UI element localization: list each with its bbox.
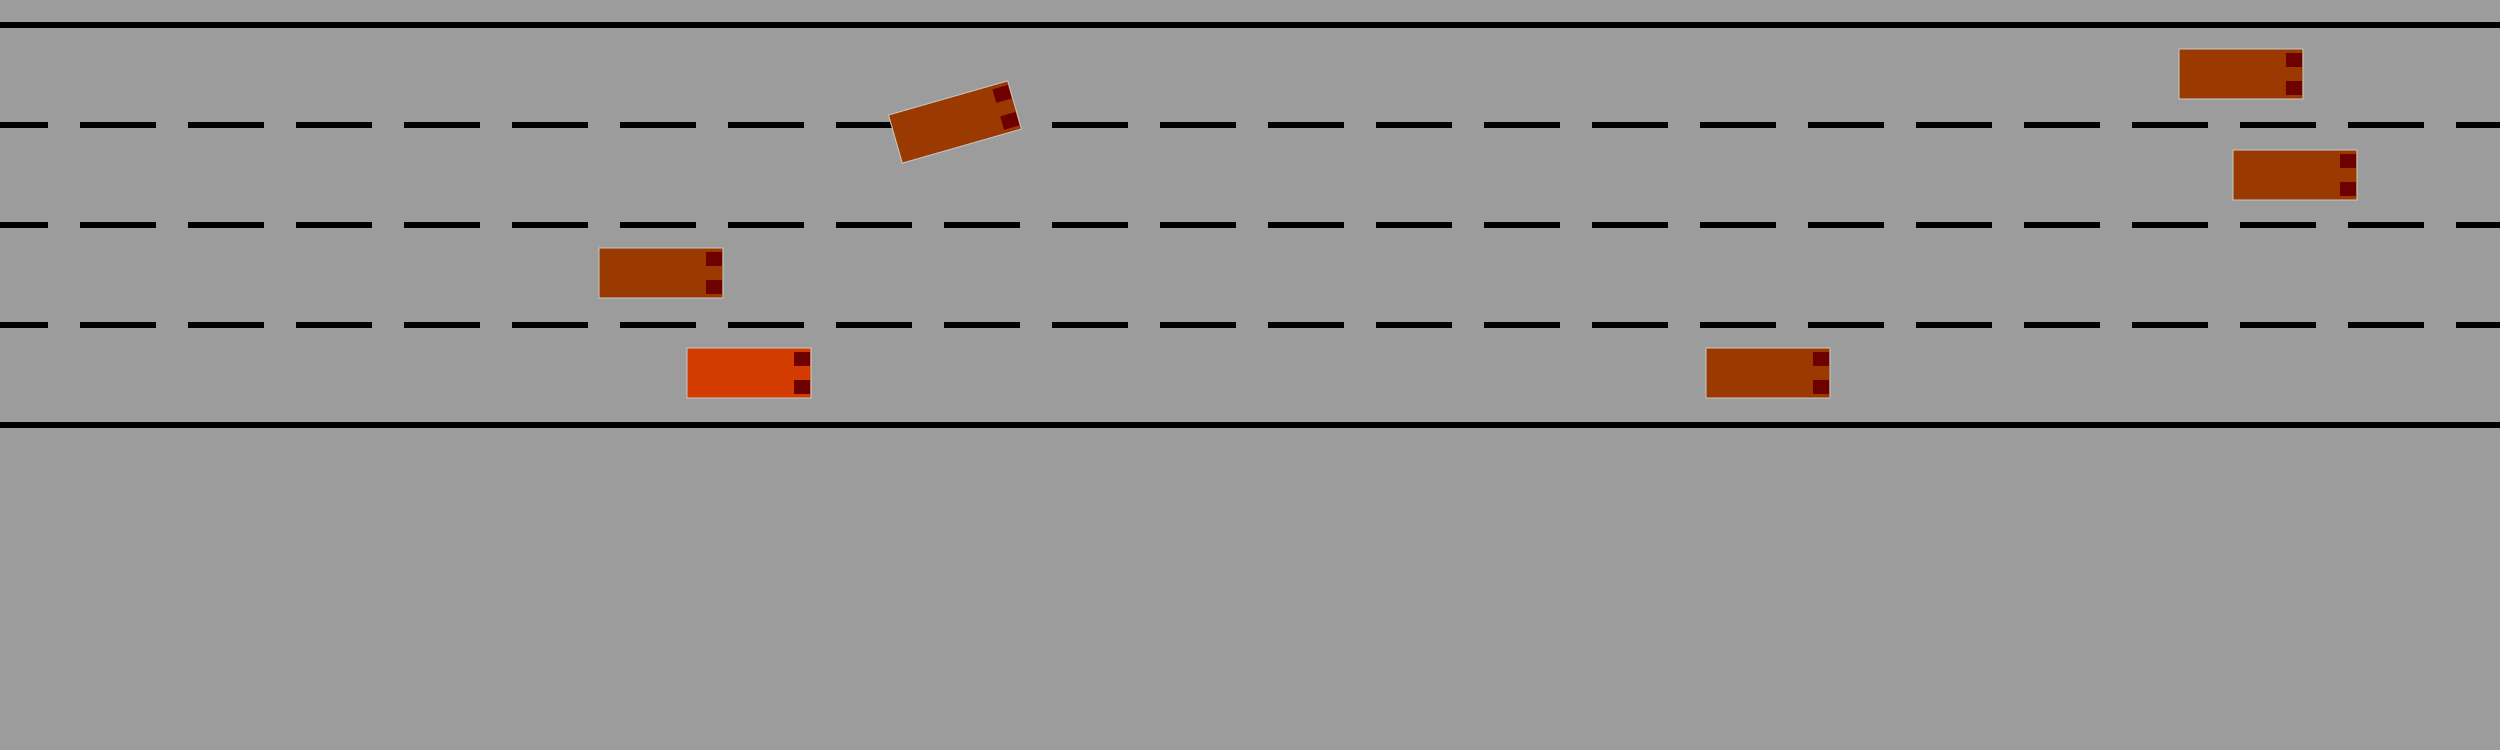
- vehicle-body: [2232, 149, 2358, 201]
- headlight-left: [794, 352, 810, 366]
- vehicle-2: [2232, 149, 2358, 201]
- headlight-left: [1813, 352, 1829, 366]
- headlight-right: [1813, 380, 1829, 394]
- vehicle-1: [2178, 48, 2304, 100]
- headlight-right: [2286, 81, 2302, 95]
- headlight-left: [706, 252, 722, 266]
- headlight-left: [992, 84, 1012, 103]
- headlight-left: [2340, 154, 2356, 168]
- vehicle-3: [887, 80, 1023, 164]
- ego-vehicle: [686, 347, 812, 399]
- vehicle-body: [686, 347, 812, 399]
- headlight-right: [1000, 111, 1020, 130]
- headlight-right: [2340, 182, 2356, 196]
- vehicle-body: [598, 247, 724, 299]
- vehicles-layer: [598, 48, 2358, 399]
- vehicle-body: [1705, 347, 1831, 399]
- vehicle-5: [1705, 347, 1831, 399]
- vehicle-body: [2178, 48, 2304, 100]
- vehicle-body: [887, 80, 1023, 164]
- vehicle-4: [598, 247, 724, 299]
- headlight-left: [2286, 53, 2302, 67]
- headlight-right: [706, 280, 722, 294]
- headlight-right: [794, 380, 810, 394]
